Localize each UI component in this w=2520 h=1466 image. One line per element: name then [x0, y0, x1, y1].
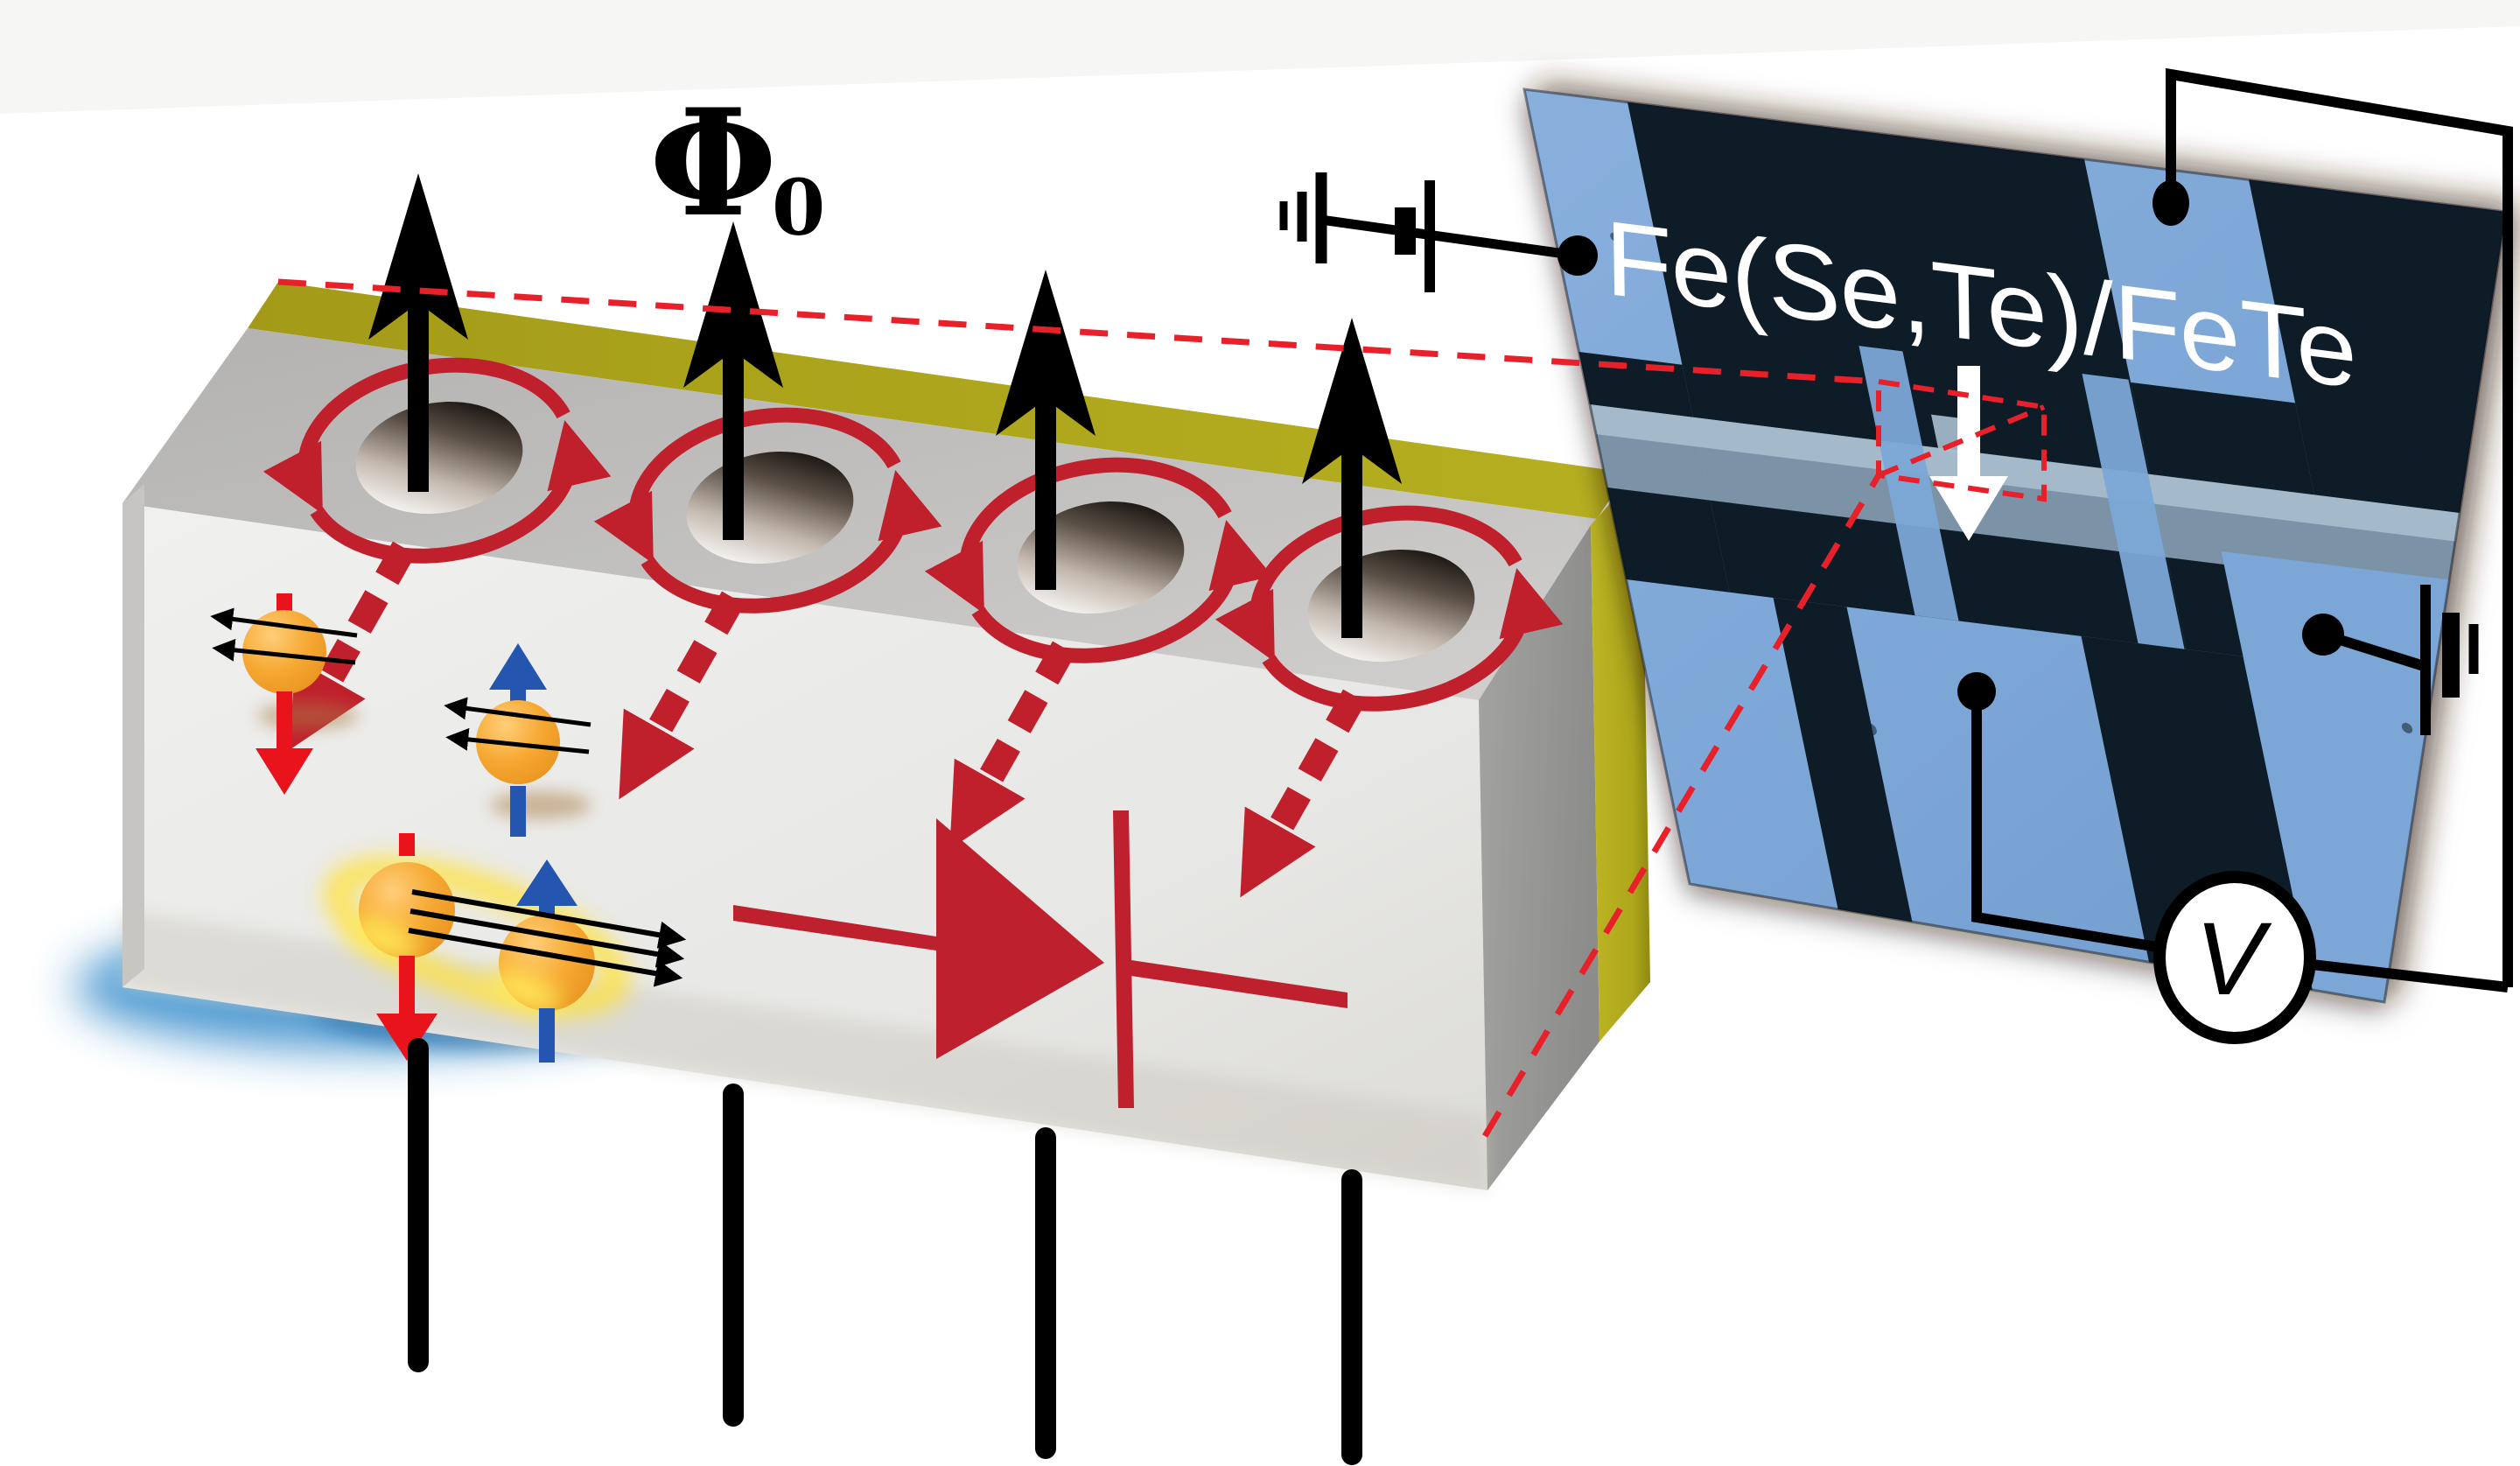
battery-icon — [1279, 172, 1578, 292]
flux-pull-arrow-icon — [949, 641, 1076, 850]
pad-defects — [1610, 232, 2424, 736]
current-return-wire — [2166, 67, 2513, 987]
contact-dot — [2152, 180, 2189, 226]
zoom-guide-bottom — [1481, 473, 1882, 1138]
flux-quantum-subscript: 0 — [772, 162, 825, 253]
quasiparticles — [210, 593, 687, 1063]
electron-spin-down — [210, 593, 359, 795]
probe-stub — [2082, 374, 2185, 649]
momentum-arrow-icon — [210, 607, 358, 665]
cooper-pair — [325, 833, 687, 1063]
probe-stub — [1858, 346, 1959, 621]
micrograph-border — [1522, 88, 2508, 1004]
spin-down-arrow-icon — [399, 833, 415, 856]
voltmeter-label: V — [2195, 901, 2272, 1017]
pair-binding-glow — [325, 857, 629, 1016]
electron-spin-up — [444, 643, 592, 837]
flux-pull-arrows — [290, 541, 1367, 898]
flux-arrow-icon — [1302, 318, 1402, 638]
zoom-guide-inner — [1877, 404, 2046, 478]
diode-icon — [733, 810, 1348, 1108]
zoom-guides — [277, 278, 2047, 1138]
spin-down-arrow-icon — [276, 593, 292, 614]
vortex-1 — [262, 357, 612, 564]
spin-up-arrow-icon — [489, 643, 547, 690]
zoom-region-dashed-rect — [1876, 378, 2047, 502]
block-left-edge — [122, 484, 144, 987]
flux-arrow-icon — [996, 270, 1096, 590]
flux-quantum-label: Φ — [649, 76, 777, 249]
flux-arrow-icon — [683, 221, 783, 540]
flux-pull-arrow-icon — [290, 541, 416, 750]
momentum-arrow-icon — [444, 697, 592, 754]
measurement-circuit: V — [1279, 67, 2513, 1044]
hall-bar-highlight — [1536, 397, 2506, 568]
contact-dot — [1558, 235, 1598, 276]
block-right-side-face — [1479, 525, 1600, 1190]
vortex-3 — [924, 457, 1273, 663]
contact-dot — [1957, 672, 1996, 711]
pair-momentum-arrows — [408, 889, 687, 987]
flux-pull-arrow-icon — [1240, 689, 1367, 898]
spin-up-arrow-icon — [516, 859, 578, 906]
olive-capping-layer-top — [248, 282, 1628, 519]
flux-pull-arrow-icon — [619, 591, 746, 800]
zoom-guide-top — [277, 278, 1880, 385]
flux-arrow-icon — [368, 173, 468, 492]
superconductor-block — [74, 282, 1650, 1190]
voltmeter-wire — [1971, 691, 2509, 993]
flux-arrows — [368, 173, 1402, 638]
flux-pins-below — [408, 1038, 1362, 1465]
voltmeter-icon: V — [2153, 871, 2316, 1044]
contact-dot — [2302, 614, 2344, 656]
background-tint — [0, 0, 2520, 114]
